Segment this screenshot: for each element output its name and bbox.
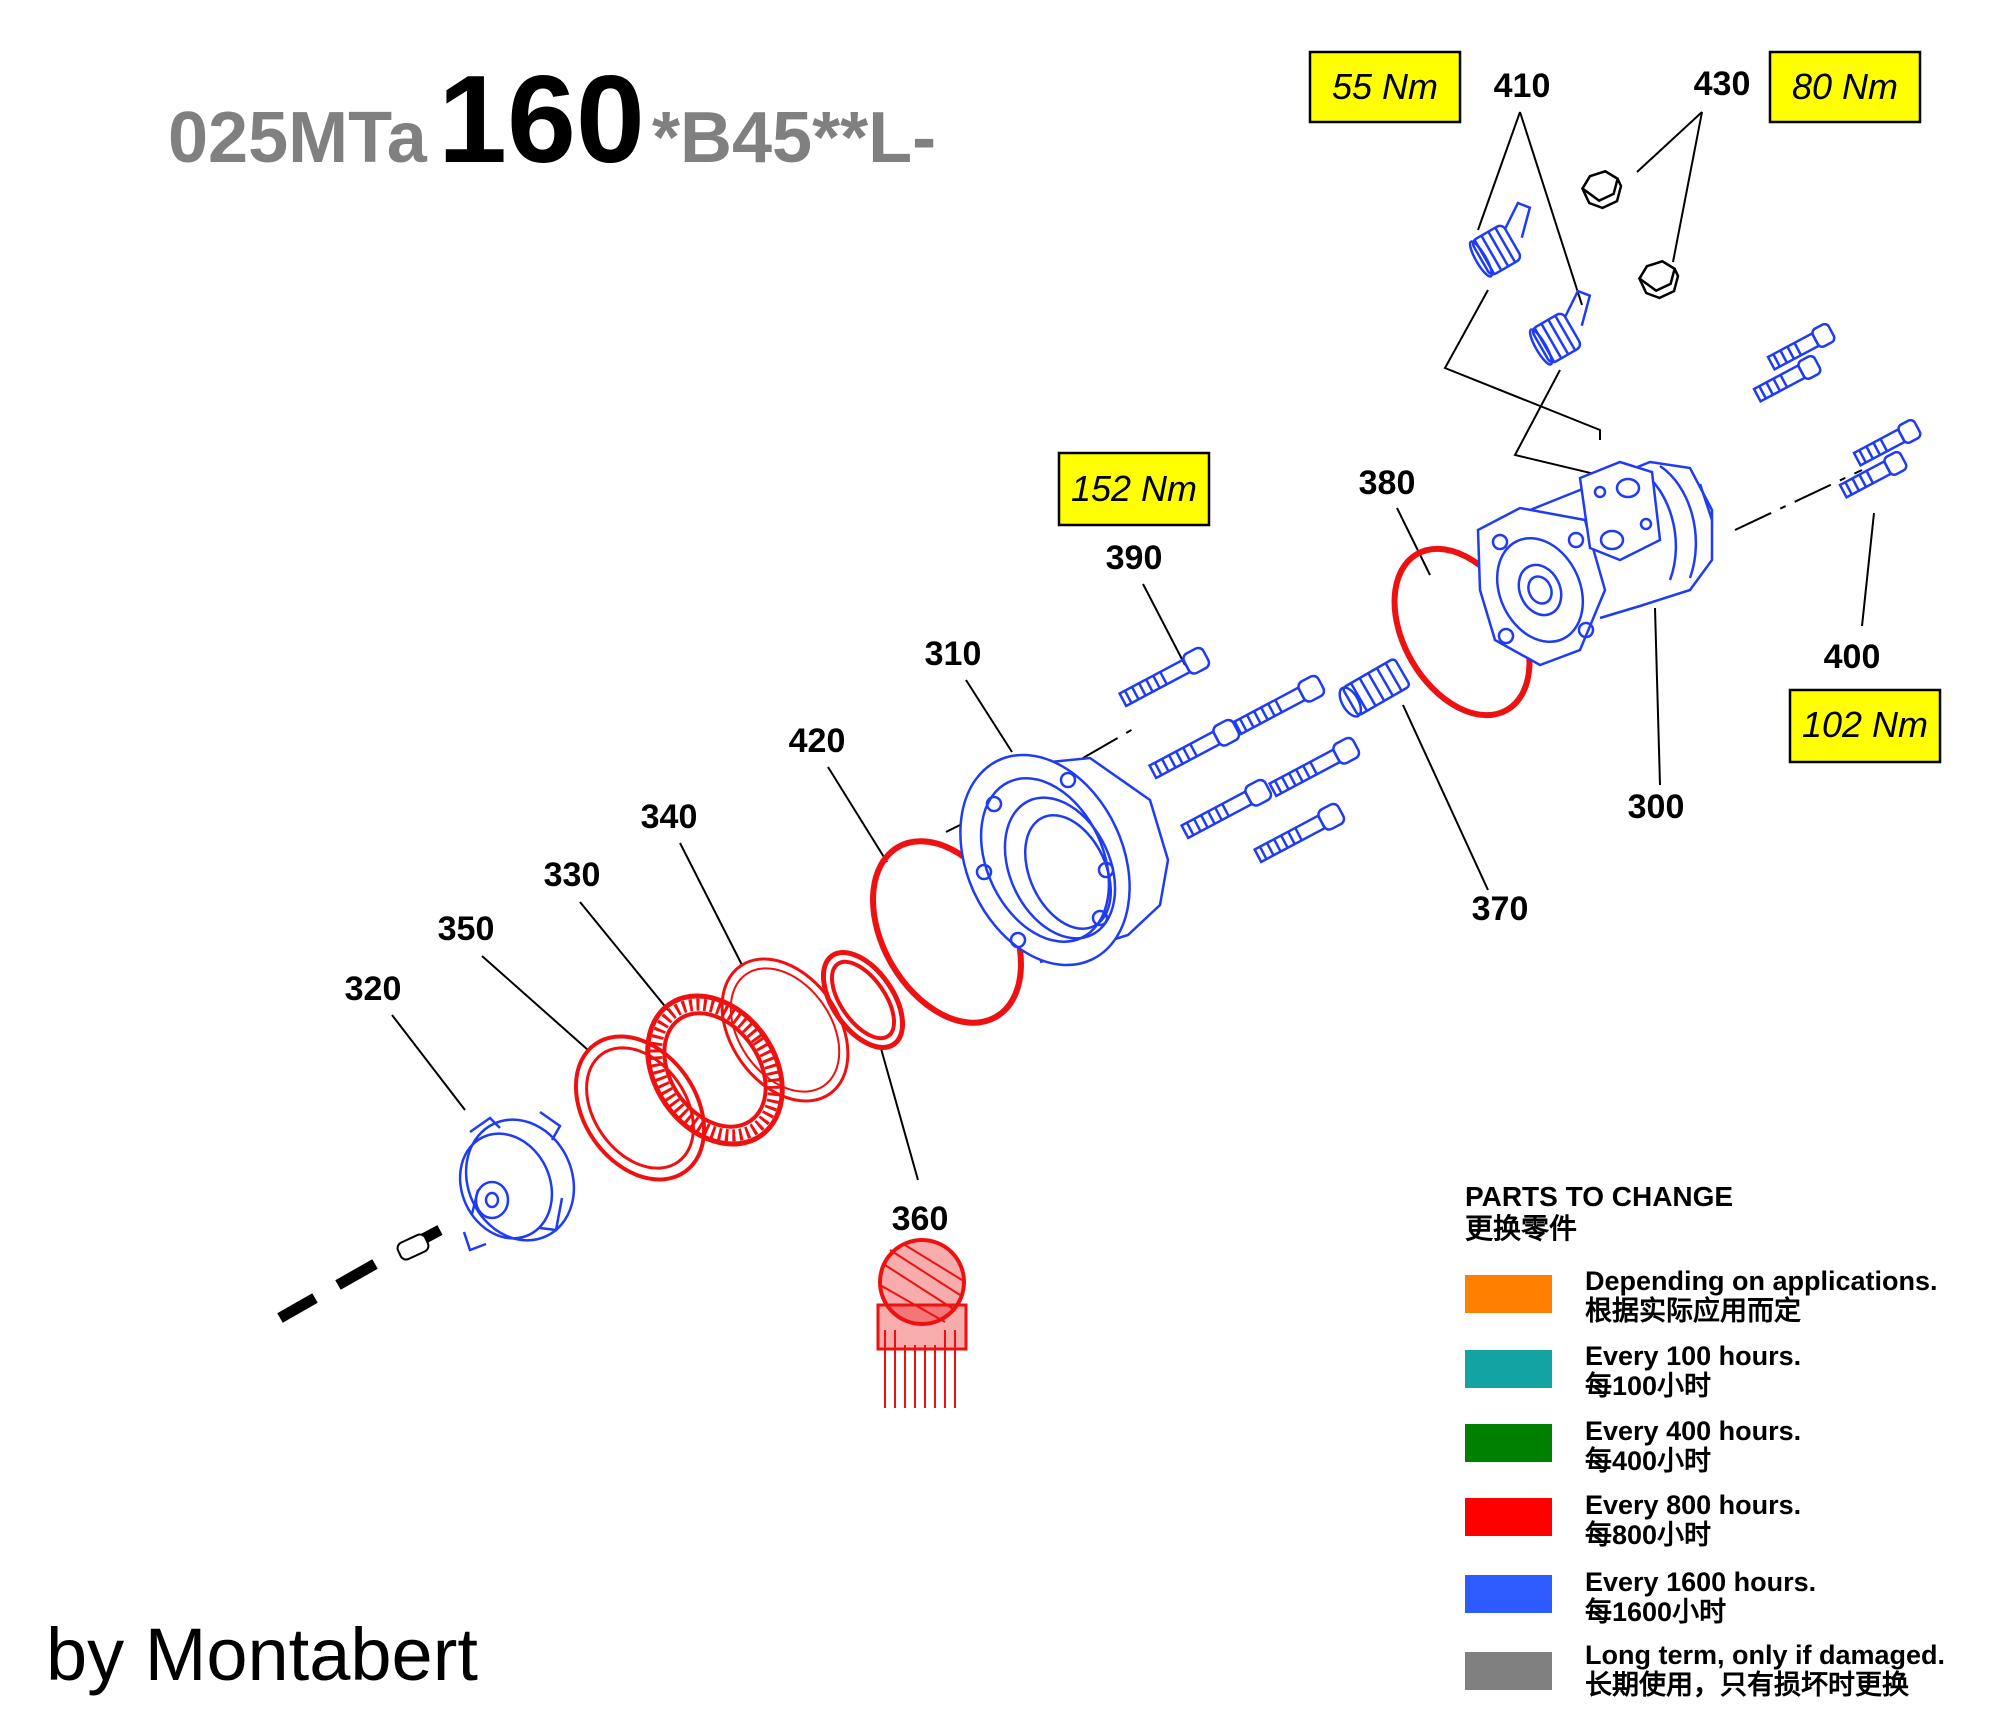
part-310-flange-housing xyxy=(959,753,1170,967)
legend-item-zh: 每100小时 xyxy=(1585,1370,1711,1401)
torque-152-text: 152 Nm xyxy=(1071,468,1197,509)
legend-item-zh: 每1600小时 xyxy=(1585,1596,1726,1627)
torque-80-text: 80 Nm xyxy=(1792,66,1898,107)
torque-box-55: 55 Nm xyxy=(1308,50,1462,124)
title-model: 160 xyxy=(438,51,645,189)
part-350-washer xyxy=(573,1034,707,1182)
label-310: 310 xyxy=(925,635,982,673)
torque-box-102: 102 Nm xyxy=(1788,688,1942,764)
legend-swatch-blue xyxy=(1465,1575,1552,1613)
legend-item-zh: 长期使用，只有损坏时更换 xyxy=(1585,1670,1910,1700)
model-title: 025MTa 160 *B45**L- xyxy=(168,51,936,189)
legend-swatch-green xyxy=(1465,1424,1552,1462)
torque-box-152: 152 Nm xyxy=(1057,451,1211,527)
part-400-cap-screws xyxy=(1752,322,1922,500)
legend-swatch-red xyxy=(1465,1498,1552,1536)
part-320-coupling xyxy=(396,1110,576,1261)
part-330-thrust-bearing xyxy=(645,993,785,1147)
legend-item-100h: Every 100 hours. 每100小时 xyxy=(1465,1341,1801,1401)
dowel-pin xyxy=(396,1233,430,1261)
legend-item-1600h: Every 1600 hours. 每1600小时 xyxy=(1465,1567,1816,1627)
label-350: 350 xyxy=(438,910,495,948)
leader-lines xyxy=(277,111,1875,1323)
label-370: 370 xyxy=(1472,890,1529,928)
part-390-cap-screws xyxy=(1117,646,1361,864)
legend-item-en: Depending on applications. xyxy=(1585,1266,1938,1296)
legend-heading-zh: 更换零件 xyxy=(1465,1213,1577,1244)
label-340: 340 xyxy=(641,798,698,836)
seal-360-section-detail xyxy=(876,1238,968,1408)
label-430: 430 xyxy=(1694,65,1751,103)
torque-box-80: 80 Nm xyxy=(1768,50,1922,124)
part-300-hydraulic-motor xyxy=(1476,460,1714,667)
legend-item-en: Every 800 hours. xyxy=(1585,1490,1801,1520)
part-360-shaft-seal xyxy=(820,950,906,1050)
legend-item-applications: Depending on applications. 根据实际应用而定 xyxy=(1465,1266,1938,1326)
torque-102-text: 102 Nm xyxy=(1802,704,1928,745)
title-prefix: 025MTa xyxy=(168,98,428,178)
legend-item-zh: 每800小时 xyxy=(1585,1519,1711,1550)
legend-heading-en: PARTS TO CHANGE xyxy=(1465,1181,1733,1212)
legend-swatch-teal xyxy=(1465,1350,1552,1388)
label-380: 380 xyxy=(1359,464,1416,502)
label-300: 300 xyxy=(1628,788,1685,826)
legend-item-800h: Every 800 hours. 每800小时 xyxy=(1465,1490,1801,1550)
legend-item-en: Every 1600 hours. xyxy=(1585,1567,1816,1597)
legend-swatch-orange xyxy=(1465,1275,1552,1313)
legend-item-en: Every 400 hours. xyxy=(1585,1416,1801,1446)
label-420: 420 xyxy=(789,722,846,760)
legend-swatch-gray xyxy=(1465,1652,1552,1690)
label-330: 330 xyxy=(544,856,601,894)
label-390: 390 xyxy=(1106,539,1163,577)
part-410-elbow-fittings xyxy=(1468,201,1592,366)
legend-item-long-term: Long term, only if damaged. 长期使用，只有损坏时更换 xyxy=(1465,1640,1945,1700)
part-430-plugs xyxy=(1580,169,1680,300)
legend-item-en: Long term, only if damaged. xyxy=(1585,1640,1945,1670)
label-410: 410 xyxy=(1494,67,1551,105)
label-400: 400 xyxy=(1824,638,1881,676)
legend-item-zh: 根据实际应用而定 xyxy=(1585,1295,1801,1326)
legend-item-400h: Every 400 hours. 每400小时 xyxy=(1465,1416,1801,1476)
legend-item-zh: 每400小时 xyxy=(1585,1445,1711,1476)
label-360: 360 xyxy=(892,1200,949,1238)
part-370-spline-sleeve xyxy=(1338,658,1411,718)
legend-item-en: Every 100 hours. xyxy=(1585,1341,1801,1371)
title-suffix: *B45**L- xyxy=(652,98,936,178)
torque-55-text: 55 Nm xyxy=(1332,66,1438,107)
label-320: 320 xyxy=(345,970,402,1008)
credit-text: by Montabert xyxy=(46,1613,478,1696)
legend: PARTS TO CHANGE 更换零件 Depending on applic… xyxy=(1465,1181,1945,1700)
